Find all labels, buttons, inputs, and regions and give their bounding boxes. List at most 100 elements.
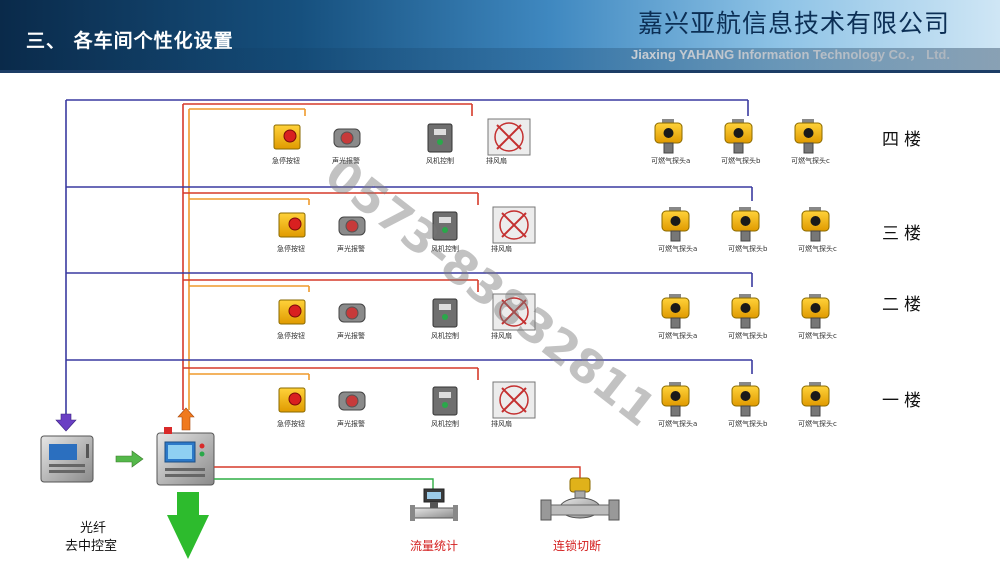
detector-label: 可燃气探头c bbox=[798, 331, 837, 340]
flow-meter-label: 流量统计 bbox=[410, 539, 458, 553]
emergency-stop-icon bbox=[288, 392, 302, 406]
detector-label: 可燃气探头c bbox=[791, 156, 830, 165]
detector-cap bbox=[739, 294, 751, 299]
device-label: 急停按钮 bbox=[277, 419, 305, 428]
fan-control-panel bbox=[434, 129, 446, 135]
detector-label: 可燃气探头a bbox=[658, 244, 697, 253]
emergency-stop-button: 急停按钮 bbox=[277, 299, 306, 340]
detector-cap bbox=[669, 382, 681, 387]
interlock-label: 连锁切断 bbox=[553, 538, 601, 553]
up-arrow-orange bbox=[177, 407, 195, 431]
gas-detector: 可燃气探头c bbox=[798, 382, 837, 428]
detector-window-icon bbox=[663, 128, 674, 138]
detector-window-icon bbox=[733, 128, 744, 138]
red-output-line bbox=[214, 466, 581, 479]
flow-meter bbox=[410, 488, 458, 521]
gas-detector: 可燃气探头b bbox=[728, 382, 768, 428]
gas-alarm-controller bbox=[40, 435, 94, 483]
shutoff-valve bbox=[540, 477, 620, 521]
detector-sensor bbox=[733, 142, 744, 154]
device-label: 声光报警 bbox=[337, 244, 365, 253]
detector-window-icon bbox=[670, 303, 681, 313]
gas-detector: 可燃气探头a bbox=[658, 294, 697, 340]
fan-blade bbox=[501, 212, 527, 238]
gas-detector: 可燃气探头b bbox=[721, 119, 761, 165]
detector-cap bbox=[732, 119, 744, 124]
detector-label: 可燃气探头b bbox=[728, 419, 768, 428]
detector-sensor bbox=[810, 317, 821, 329]
fan-icon bbox=[499, 297, 529, 327]
alarm-lamp-icon bbox=[345, 306, 359, 320]
exhaust-fan: 排风扇 bbox=[491, 206, 536, 253]
detector-label: 可燃气探头b bbox=[721, 156, 761, 165]
exhaust-fan: 排风扇 bbox=[491, 381, 536, 428]
detector-label: 可燃气探头b bbox=[728, 331, 768, 340]
sound-light-alarm: 声光报警 bbox=[337, 216, 366, 253]
floor-row: 急停按钮 声光报警 风机控制 排风扇 可燃气探头a 可燃气探头b 可燃气探头c 二楼 bbox=[277, 293, 926, 340]
header-banner: 三、 各车间个性化设置 嘉兴亚航信息技术有限公司 Jiaxing YAHANG … bbox=[0, 0, 1000, 70]
device-label: 排风扇 bbox=[491, 331, 512, 340]
detector-cap bbox=[809, 294, 821, 299]
exhaust-fan: 排风扇 bbox=[486, 118, 531, 165]
detector-label: 可燃气探头c bbox=[798, 419, 837, 428]
device-label: 风机控制 bbox=[426, 156, 454, 165]
device-label: 急停按钮 bbox=[277, 331, 305, 340]
floor-label: 二楼 bbox=[882, 295, 926, 315]
down-arrow-purple bbox=[55, 413, 77, 432]
company-name-cn: 嘉兴亚航信息技术有限公司 bbox=[637, 9, 950, 38]
indicator-icon bbox=[442, 402, 448, 408]
detector-window-icon bbox=[810, 303, 821, 313]
fan-control-box: 风机控制 bbox=[431, 211, 459, 253]
gas-detector: 可燃气探头a bbox=[658, 382, 697, 428]
fan-icon bbox=[499, 210, 529, 240]
detector-sensor bbox=[670, 317, 681, 329]
floor-label: 一楼 bbox=[882, 391, 926, 411]
detector-sensor bbox=[740, 230, 751, 242]
detector-window-icon bbox=[740, 391, 751, 401]
indicator-icon bbox=[437, 139, 443, 145]
gas-detector: 可燃气探头c bbox=[798, 294, 837, 340]
device-label: 排风扇 bbox=[486, 156, 507, 165]
emergency-stop-icon bbox=[288, 217, 302, 231]
detector-sensor bbox=[810, 230, 821, 242]
detector-label: 可燃气探头a bbox=[658, 419, 697, 428]
section-title: 三、 各车间个性化设置 bbox=[26, 30, 234, 52]
emergency-stop-button: 急停按钮 bbox=[277, 212, 306, 253]
indicator-icon bbox=[442, 227, 448, 233]
detector-cap bbox=[739, 207, 751, 212]
alarm-lamp-icon bbox=[345, 219, 359, 233]
device-label: 排风扇 bbox=[491, 419, 512, 428]
detector-cap bbox=[809, 207, 821, 212]
detector-sensor bbox=[670, 230, 681, 242]
detector-window-icon bbox=[810, 216, 821, 226]
alarm-lamp-icon bbox=[345, 394, 359, 408]
phone-watermark: 0573-83832811 bbox=[315, 146, 666, 437]
fan-control-panel bbox=[439, 217, 451, 223]
fan-control-panel bbox=[439, 392, 451, 398]
detector-label: 可燃气探头a bbox=[651, 156, 690, 165]
gas-detector: 可燃气探头b bbox=[728, 294, 768, 340]
control-cabinet bbox=[156, 427, 215, 486]
detector-sensor bbox=[663, 142, 674, 154]
device-label: 风机控制 bbox=[431, 331, 459, 340]
emergency-stop-button: 急停按钮 bbox=[277, 387, 306, 428]
detector-cap bbox=[739, 382, 751, 387]
detector-label: 可燃气探头a bbox=[658, 331, 697, 340]
detector-sensor bbox=[810, 405, 821, 417]
fan-control-panel bbox=[439, 304, 451, 310]
sound-light-alarm: 声光报警 bbox=[337, 391, 366, 428]
detector-window-icon bbox=[740, 303, 751, 313]
device-label: 声光报警 bbox=[337, 331, 365, 340]
detector-label: 可燃气探头b bbox=[728, 244, 768, 253]
detector-cap bbox=[662, 119, 674, 124]
device-label: 声光报警 bbox=[332, 156, 360, 165]
emergency-stop-icon bbox=[288, 304, 302, 318]
fan-blade bbox=[496, 124, 522, 150]
floor-label: 三楼 bbox=[882, 224, 926, 244]
detector-cap bbox=[802, 119, 814, 124]
gas-detector: 可燃气探头c bbox=[791, 119, 830, 165]
sound-light-alarm: 声光报警 bbox=[332, 128, 361, 165]
